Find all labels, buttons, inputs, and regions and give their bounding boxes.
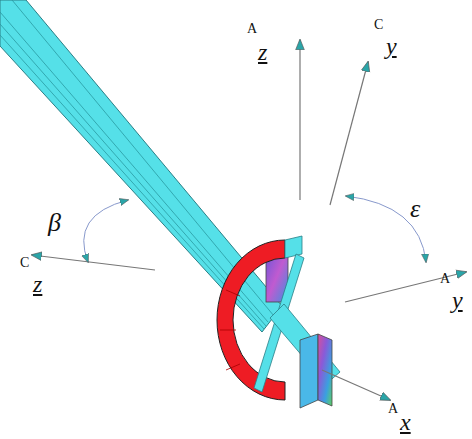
frame-superscript: A [247, 22, 257, 36]
axis-letter: y [386, 34, 397, 58]
angle-arcs [84, 196, 426, 262]
frame-superscript: A [440, 272, 450, 286]
axis-letter: y [452, 288, 463, 312]
frame-superscript: A [388, 402, 398, 416]
magnet-block [300, 334, 332, 408]
frame-superscript: C [20, 256, 29, 270]
axis-letter: z [33, 272, 42, 296]
angle-symbol: ε [410, 196, 420, 222]
angle-symbol: β [48, 210, 61, 236]
axis-letter: x [400, 410, 411, 434]
axis-letter: z [258, 40, 267, 64]
frame-superscript: C [374, 18, 383, 32]
axes [32, 40, 466, 400]
